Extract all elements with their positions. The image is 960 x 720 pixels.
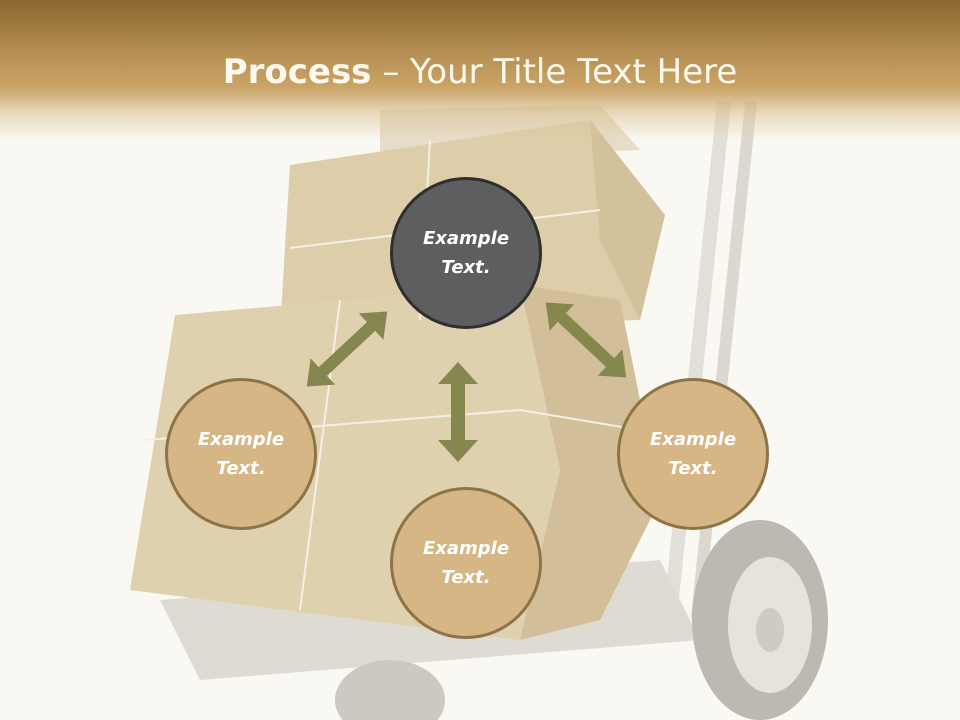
double-arrow-right-icon — [545, 302, 627, 378]
title-rest: – Your Title Text Here — [371, 52, 738, 92]
double-arrow-vertical-icon — [438, 362, 478, 462]
right-node[interactable]: Example Text. — [617, 378, 769, 530]
center-node-line1: Example — [422, 228, 510, 249]
left-node-line1: Example — [197, 429, 285, 450]
double-arrow-left-icon — [306, 311, 388, 387]
bottom-node[interactable]: Example Text. — [390, 487, 542, 639]
slide-title: Process – Your Title Text Here — [0, 52, 960, 92]
title-bar — [0, 0, 960, 140]
center-node[interactable]: Example Text. — [390, 177, 542, 329]
left-node-line2: Text. — [216, 458, 266, 479]
bottom-node-line2: Text. — [441, 567, 491, 588]
left-node[interactable]: Example Text. — [165, 378, 317, 530]
right-node-line1: Example — [649, 429, 737, 450]
title-bold: Process — [222, 52, 372, 92]
bottom-node-line1: Example — [422, 538, 510, 559]
center-node-line2: Text. — [441, 257, 491, 278]
right-node-line2: Text. — [668, 458, 718, 479]
